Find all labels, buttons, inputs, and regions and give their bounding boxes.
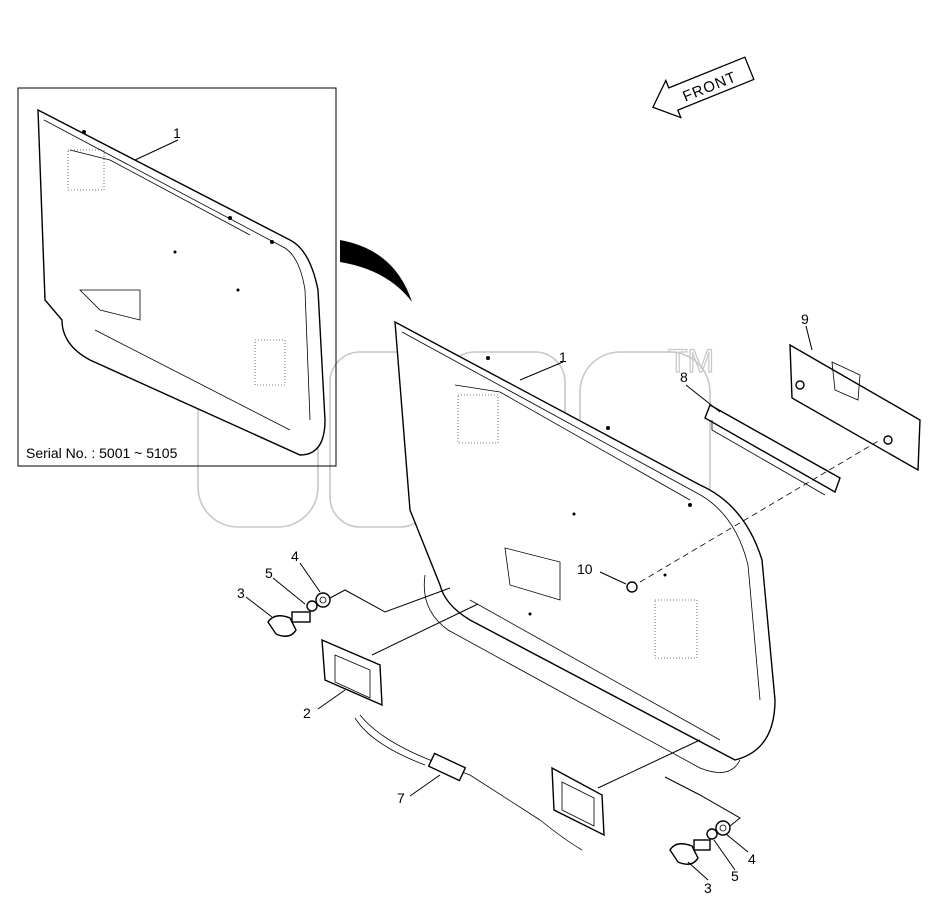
- leader-right-fastener: [664, 776, 741, 827]
- callout-10: 10: [577, 561, 593, 577]
- leader-4-left: [299, 562, 321, 593]
- leader-5-right: [713, 839, 736, 871]
- callout-2: 2: [303, 705, 311, 721]
- transition-arrow: [340, 240, 412, 302]
- leader-lamp-right: [597, 739, 701, 789]
- callout-7: 7: [397, 790, 405, 806]
- leader-1-main: [519, 361, 564, 381]
- leader-2: [317, 689, 346, 710]
- wiring-harness-part-7: [354, 714, 583, 851]
- serial-number-label: Serial No. : 5001 ~ 5105: [26, 445, 178, 461]
- main-cover-part-1: [394, 320, 776, 773]
- leader-left-fastener: [329, 587, 451, 613]
- callout-4-right: 4: [748, 851, 756, 867]
- bolt-part-10: [626, 581, 638, 593]
- lamp-part-2-right: [551, 766, 605, 837]
- watermark-text: TM: [668, 343, 714, 379]
- inset-cover-part-1: [37, 108, 326, 456]
- left-fastener-set: [267, 592, 331, 637]
- callout-8: 8: [680, 369, 688, 385]
- callout-3-left: 3: [237, 585, 245, 601]
- callout-3-right: 3: [704, 880, 712, 896]
- part-8-strip: [704, 403, 841, 496]
- callout-4-left: 4: [291, 548, 299, 564]
- leader-3-left: [245, 596, 273, 618]
- leader-8: [685, 384, 721, 413]
- leader-5-left: [272, 577, 306, 605]
- assembly-line-10: [639, 439, 881, 583]
- leader-3-right: [687, 861, 709, 881]
- leader-9: [805, 325, 813, 351]
- callout-9: 9: [801, 311, 809, 327]
- leader-lamp-left: [371, 603, 479, 656]
- callout-1-main: 1: [559, 349, 567, 365]
- leader-10: [599, 571, 627, 585]
- front-direction-arrow: FRONT: [652, 56, 755, 119]
- leader-4-right: [725, 833, 749, 853]
- callout-5-right: 5: [731, 868, 739, 884]
- lamp-part-2-left: [321, 638, 383, 707]
- callout-1-inset: 1: [173, 125, 181, 141]
- inset-frame: [17, 87, 337, 467]
- leader-7: [409, 774, 441, 797]
- leader-1-inset: [134, 139, 179, 161]
- part-9-plate: [789, 343, 921, 472]
- callout-5-left: 5: [265, 565, 273, 581]
- right-fastener-set: [669, 820, 731, 865]
